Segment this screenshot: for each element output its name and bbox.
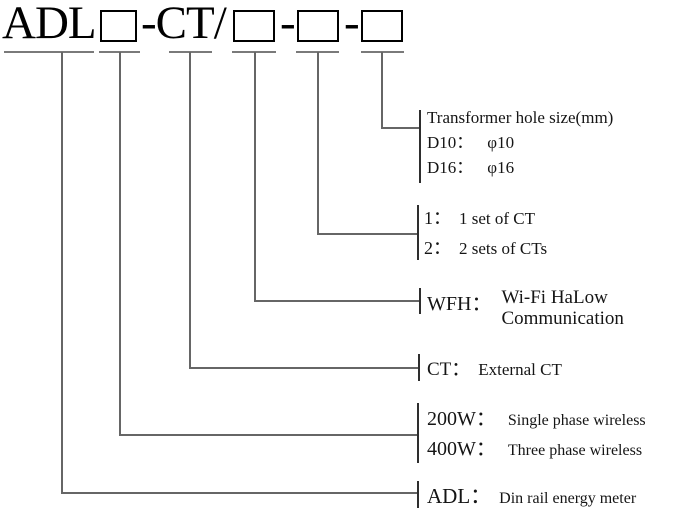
option-key: D10： — [427, 133, 474, 152]
option-key: ADL： — [427, 484, 492, 508]
option-value: φ10 — [487, 133, 515, 152]
option-value: Single phase wireless — [507, 412, 646, 429]
model-field-box-2 — [233, 10, 275, 42]
option-value: External CT — [478, 360, 562, 379]
connector-horizontal-hole-size — [381, 127, 421, 129]
label-transformer-hole: Transformer hole size(mm) D10： φ10 D16： … — [427, 106, 613, 180]
connector-horizontal-meter — [61, 492, 419, 494]
label-meter: ADL： Din rail energy meter — [427, 480, 636, 510]
ct-sets-option-1: 1： 1 set of CT — [424, 204, 547, 234]
communication-desc-line2: Communication — [501, 308, 624, 329]
option-value: 2 sets of CTs — [459, 239, 548, 258]
connector-vertical-communication — [254, 52, 256, 302]
option-key: 1： — [424, 208, 451, 228]
label-tick-hole-size — [419, 110, 421, 183]
model-dash-2: - — [344, 0, 360, 49]
model-field-box-1 — [100, 10, 137, 42]
option-key: 2： — [424, 238, 451, 258]
connector-horizontal-ct-sets — [317, 233, 419, 235]
model-ct-text: -CT/ — [141, 0, 227, 49]
transformer-hole-option-d10: D10： φ10 — [427, 130, 613, 155]
model-field-box-3 — [297, 10, 339, 42]
communication-desc-line1: Wi-Fi HaLow — [501, 287, 608, 308]
underline-prefix — [4, 51, 94, 53]
connector-vertical-ct-sets — [317, 52, 319, 235]
transformer-hole-option-d16: D16： φ16 — [427, 155, 613, 180]
option-key: D16： — [427, 158, 474, 177]
power-type-option-200w: 200W： Single phase wireless — [427, 402, 646, 432]
ct-sets-option-2: 2： 2 sets of CTs — [424, 234, 547, 264]
option-key: 400W： — [427, 438, 496, 460]
label-tick-communication — [419, 288, 421, 314]
label-external-ct: CT： External CT — [427, 354, 562, 381]
model-dash-1: - — [280, 0, 296, 49]
connector-horizontal-power-type — [119, 434, 419, 436]
connector-horizontal-external-ct — [189, 367, 419, 369]
option-key: CT： — [427, 359, 471, 380]
label-tick-external-ct — [418, 354, 420, 381]
model-field-box-4 — [361, 10, 403, 42]
option-key: 200W： — [427, 408, 496, 430]
power-type-option-400w: 400W： Three phase wireless — [427, 432, 646, 462]
connector-vertical-power-type — [119, 52, 121, 436]
label-tick-power-type — [417, 403, 419, 463]
connector-vertical-external-ct — [189, 52, 191, 369]
option-value: φ16 — [487, 158, 515, 177]
option-value: Three phase wireless — [507, 442, 643, 459]
transformer-hole-title: Transformer hole size(mm) — [427, 108, 614, 127]
model-prefix-text: ADL — [2, 0, 97, 49]
connector-vertical-meter — [61, 52, 63, 494]
label-tick-meter — [417, 481, 419, 508]
option-value: 1 set of CT — [459, 209, 536, 228]
connector-vertical-hole-size — [381, 52, 383, 129]
option-key: WFH： — [427, 293, 492, 315]
label-power-type: 200W： Single phase wireless 400W： Three … — [427, 402, 646, 462]
label-tick-ct-sets — [417, 205, 419, 260]
option-value: Din rail energy meter — [499, 490, 637, 507]
label-ct-sets: 1： 1 set of CT 2： 2 sets of CTs — [424, 204, 547, 264]
connector-horizontal-communication — [254, 300, 421, 302]
